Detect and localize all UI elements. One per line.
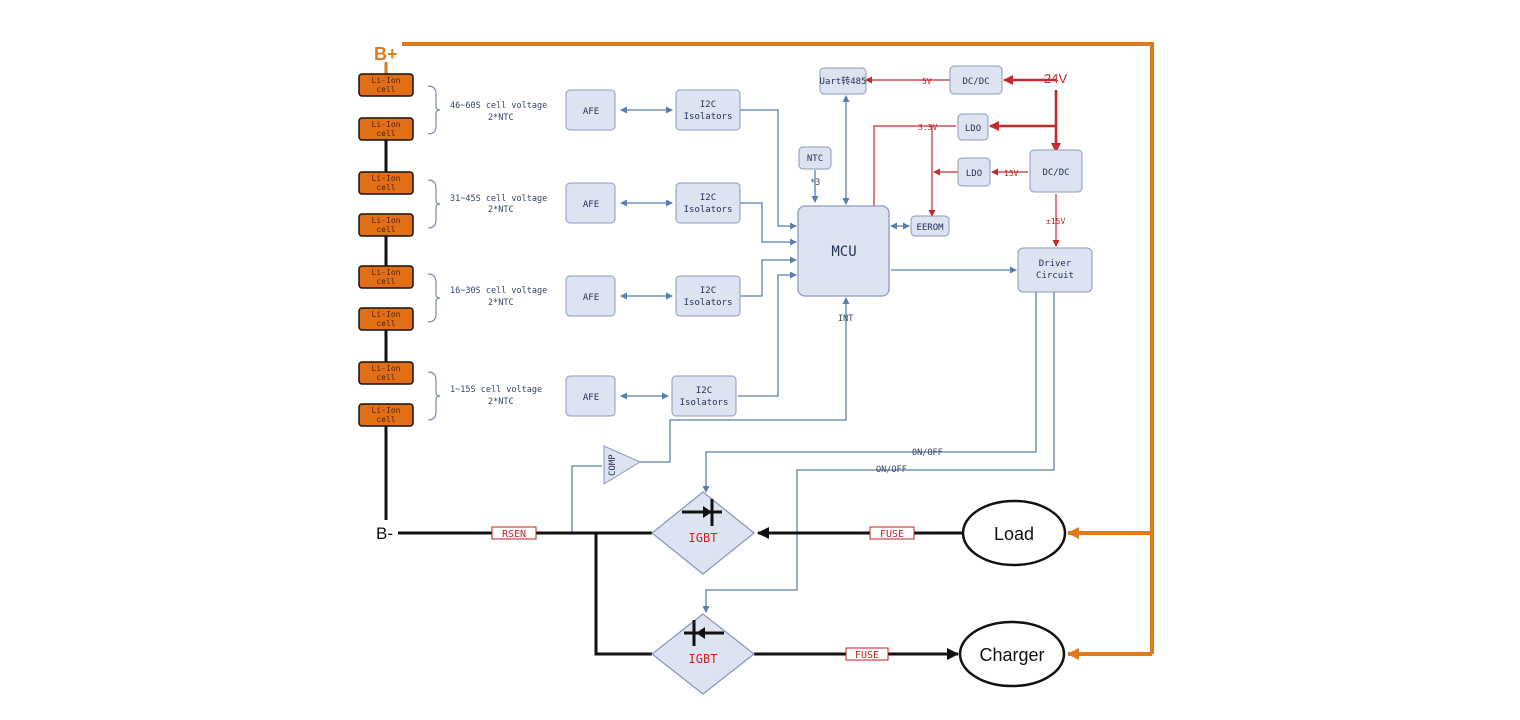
afe-2-label: AFE xyxy=(583,200,599,210)
afe-group-4: AFE I2C Isolators xyxy=(565,375,737,417)
dcdc-mid-label: DC/DC xyxy=(1042,168,1069,178)
on-off-label-2: ON/OFF xyxy=(876,465,907,475)
on-off-label-1: ON/OFF xyxy=(912,448,943,458)
afe-1-label: AFE xyxy=(583,107,599,117)
cell-1-line2: cell xyxy=(376,85,395,94)
comparator-label: COMP xyxy=(608,454,618,476)
group-braces xyxy=(427,85,441,421)
fuse-charger-label: FUSE xyxy=(855,650,879,661)
load-label: Load xyxy=(994,524,1034,544)
label-3v3: 3.3V xyxy=(918,123,937,132)
isolator-4-line1: I2C xyxy=(696,386,712,396)
uart-label: Uart转485 xyxy=(820,75,867,87)
group-3-range: 16~30S cell voltage xyxy=(450,286,547,296)
igbt-2: IGBT xyxy=(650,613,756,695)
ntc-label: NTC xyxy=(807,154,823,164)
group-annotations: 46~60S cell voltage 2*NTC 31~45S cell vo… xyxy=(450,101,547,407)
isolator-1-line2: Isolators xyxy=(684,112,733,122)
afe-group-1: AFE I2C Isolators xyxy=(565,89,741,131)
afe-4-label: AFE xyxy=(583,393,599,403)
charger-label: Charger xyxy=(979,645,1044,665)
eerom-label: EEROM xyxy=(916,223,944,233)
dcdc-mid-block: DC/DC xyxy=(1029,149,1083,193)
dcdc-top-label: DC/DC xyxy=(962,77,989,87)
uart-block: Uart转485 xyxy=(819,67,867,95)
group-1-range: 46~60S cell voltage xyxy=(450,101,547,111)
ntc-count: *3 xyxy=(810,178,820,188)
battery-positive-bus xyxy=(384,42,1154,660)
isolator-4-line2: Isolators xyxy=(680,398,729,408)
power-wiring xyxy=(865,75,1061,297)
group-4-range: 1~15S cell voltage xyxy=(450,385,542,395)
dcdc-top-block: DC/DC xyxy=(949,65,1003,95)
group-2-ntc: 2*NTC xyxy=(488,205,514,215)
ldo-mid-label: LDO xyxy=(966,169,982,179)
driver-label-line1: Driver xyxy=(1039,259,1072,269)
mcu-block: MCU xyxy=(797,205,890,297)
igbt-1-label: IGBT xyxy=(689,531,718,545)
input-24v-label: 24V xyxy=(1044,71,1067,86)
signal-wiring xyxy=(571,95,1055,613)
ldo-top-block: LDO xyxy=(957,113,989,141)
comparator: COMP xyxy=(603,445,642,485)
ldo-top-label: LDO xyxy=(965,124,981,134)
label-15v: 15V xyxy=(1004,169,1019,178)
isolator-1-line1: I2C xyxy=(700,100,716,110)
mcu-label: MCU xyxy=(831,244,856,260)
rsen-label: RSEN xyxy=(502,529,526,540)
cell-1-line1: Li-Ion xyxy=(372,76,401,85)
isolator-2-line2: Isolators xyxy=(684,205,733,215)
label-5v: 5V xyxy=(922,77,932,86)
int-label: INT xyxy=(838,314,853,324)
ldo-mid-block: LDO xyxy=(957,157,991,187)
group-1-ntc: 2*NTC xyxy=(488,113,514,123)
eerom-block: EEROM xyxy=(910,215,950,237)
group-3-ntc: 2*NTC xyxy=(488,298,514,308)
fuse-load: FUSE xyxy=(869,526,915,540)
ntc-block: NTC *3 xyxy=(798,146,832,188)
load-node: Load xyxy=(961,499,1067,567)
isolator-3-line1: I2C xyxy=(700,286,716,296)
afe-group-3: AFE I2C Isolators xyxy=(565,275,741,317)
group-4-ntc: 2*NTC xyxy=(488,397,514,407)
b-plus-label: B+ xyxy=(374,44,398,64)
driver-circuit-block: Driver Circuit xyxy=(1017,247,1093,293)
driver-label-line2: Circuit xyxy=(1036,271,1074,281)
afe-group-2: AFE I2C Isolators xyxy=(565,182,741,224)
fuse-load-label: FUSE xyxy=(880,529,904,540)
afe-3-label: AFE xyxy=(583,293,599,303)
fuse-charger: FUSE xyxy=(845,647,889,661)
label-pm15v: ±15V xyxy=(1046,217,1065,226)
isolator-2-line1: I2C xyxy=(700,193,716,203)
charger-node: Charger xyxy=(958,620,1066,688)
group-2-range: 31~45S cell voltage xyxy=(450,194,547,204)
igbt-2-label: IGBT xyxy=(689,652,718,666)
isolator-3-line2: Isolators xyxy=(684,298,733,308)
igbt-1: IGBT xyxy=(650,491,756,575)
b-minus-label: B- xyxy=(376,524,393,543)
rsen-resistor: RSEN xyxy=(491,526,537,540)
